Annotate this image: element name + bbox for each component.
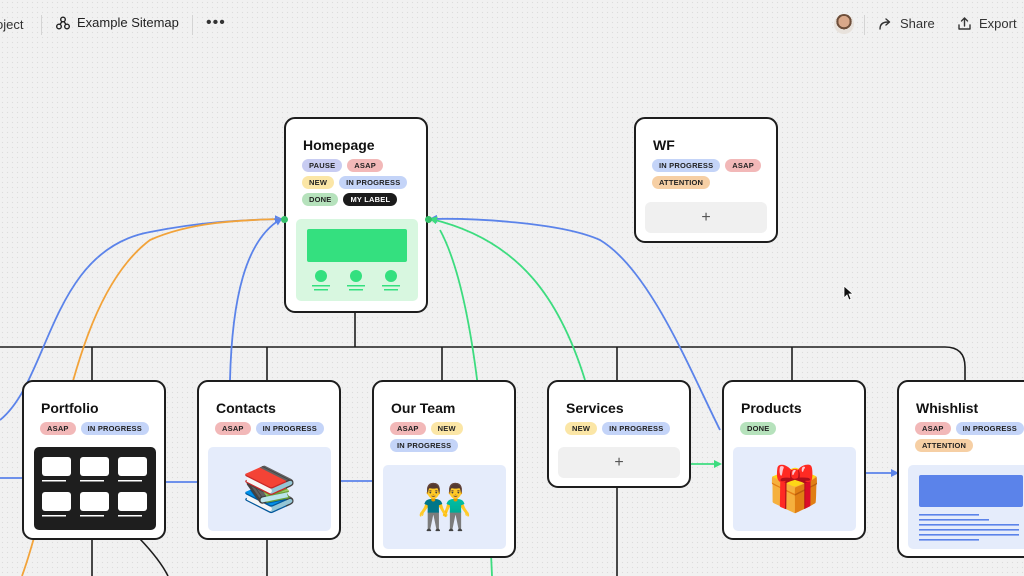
link-products-to-homepage — [429, 214, 721, 431]
wireframe-article-thumbnail — [919, 475, 1023, 541]
link-services-to-homepage — [429, 216, 586, 381]
gallery-grid-thumbnail — [42, 457, 147, 517]
tag-list: ASAP NEW IN PROGRESS — [390, 422, 500, 452]
tag-asap[interactable]: ASAP — [915, 422, 951, 435]
products-preview: 🎁 — [733, 447, 856, 531]
card-title: WF — [653, 137, 675, 153]
our-team-preview: 👬 — [383, 465, 506, 549]
top-bar: oject Example Sitemap ••• Share Export — [0, 0, 1024, 50]
card-title: Portfolio — [41, 400, 99, 416]
books-icon: 📚 — [242, 465, 297, 514]
avatar[interactable] — [834, 14, 854, 34]
tag-list: ASAP IN PROGRESS — [215, 422, 335, 435]
breadcrumb-divider — [192, 15, 193, 35]
tag-list: PAUSE ASAP NEW IN PROGRESS DONE MY LABEL — [302, 159, 417, 206]
people-icon: 👬 — [417, 483, 472, 532]
tag-new[interactable]: NEW — [302, 176, 335, 189]
card-wf[interactable]: WF IN PROGRESS ASAP ATTENTION + — [634, 117, 778, 243]
toolbar-divider — [864, 15, 865, 35]
contacts-preview: 📚 — [208, 447, 331, 531]
tag-done[interactable]: DONE — [740, 422, 777, 435]
link-contacts-to-homepage — [229, 217, 283, 381]
links — [0, 214, 899, 576]
tag-new[interactable]: NEW — [430, 422, 463, 435]
share-label: Share — [900, 16, 935, 31]
share-icon — [879, 17, 891, 30]
tag-list: ASAP IN PROGRESS ATTENTION — [915, 422, 1024, 452]
portfolio-preview — [34, 447, 156, 530]
card-our-team[interactable]: Our Team ASAP NEW IN PROGRESS 👬 — [372, 380, 516, 558]
tag-attention[interactable]: ATTENTION — [915, 439, 974, 452]
connector-handle[interactable] — [425, 216, 432, 223]
tag-done[interactable]: DONE — [302, 193, 339, 206]
card-title: Services — [566, 400, 624, 416]
export-button[interactable]: Export — [957, 16, 1017, 31]
more-icon[interactable]: ••• — [206, 14, 226, 31]
breadcrumb-project[interactable]: oject — [0, 17, 24, 32]
add-content-button[interactable]: + — [645, 202, 767, 233]
tag-list: DONE — [740, 422, 860, 435]
gift-icon: 🎁 — [767, 465, 822, 514]
tag-pause[interactable]: PAUSE — [302, 159, 343, 172]
wireframe-homepage-thumbnail — [307, 229, 407, 291]
tag-in-progress[interactable]: IN PROGRESS — [390, 439, 459, 452]
tag-in-progress[interactable]: IN PROGRESS — [80, 422, 149, 435]
tag-attention[interactable]: ATTENTION — [652, 176, 711, 189]
tag-asap[interactable]: ASAP — [347, 159, 383, 172]
breadcrumb-divider — [41, 15, 42, 35]
tag-in-progress[interactable]: IN PROGRESS — [652, 159, 721, 172]
breadcrumb-sitemap[interactable]: Example Sitemap — [56, 15, 179, 30]
card-title: Contacts — [216, 400, 276, 416]
sitemap-icon — [56, 16, 70, 29]
tag-in-progress[interactable]: IN PROGRESS — [602, 422, 671, 435]
card-title: Whishlist — [916, 400, 979, 416]
tag-asap[interactable]: ASAP — [215, 422, 251, 435]
card-products[interactable]: Products DONE 🎁 — [722, 380, 866, 540]
tag-my-label[interactable]: MY LABEL — [343, 193, 398, 206]
card-title: Products — [741, 400, 802, 416]
card-title: Homepage — [303, 137, 375, 153]
card-portfolio[interactable]: Portfolio ASAP IN PROGRESS — [22, 380, 166, 540]
cursor-icon — [843, 285, 855, 301]
sitemap-title: Example Sitemap — [77, 15, 179, 30]
tag-in-progress[interactable]: IN PROGRESS — [955, 422, 1024, 435]
tree-lines — [0, 312, 966, 576]
export-label: Export — [979, 16, 1017, 31]
tag-list: NEW IN PROGRESS — [565, 422, 685, 435]
tag-in-progress[interactable]: IN PROGRESS — [339, 176, 408, 189]
tag-list: ASAP IN PROGRESS — [40, 422, 160, 435]
card-contacts[interactable]: Contacts ASAP IN PROGRESS 📚 — [197, 380, 341, 540]
card-homepage[interactable]: Homepage PAUSE ASAP NEW IN PROGRESS DONE… — [284, 117, 428, 313]
add-content-button[interactable]: + — [558, 447, 680, 478]
tag-list: IN PROGRESS ASAP ATTENTION — [652, 159, 772, 189]
card-whishlist[interactable]: Whishlist ASAP IN PROGRESS ATTENTION — [897, 380, 1024, 558]
tag-asap[interactable]: ASAP — [390, 422, 426, 435]
share-button[interactable]: Share — [878, 16, 935, 31]
connector-handle[interactable] — [281, 216, 288, 223]
tag-asap[interactable]: ASAP — [725, 159, 761, 172]
homepage-preview — [296, 219, 418, 301]
tag-asap[interactable]: ASAP — [40, 422, 76, 435]
tag-new[interactable]: NEW — [565, 422, 598, 435]
card-services[interactable]: Services NEW IN PROGRESS + — [547, 380, 691, 488]
export-icon — [958, 17, 971, 30]
card-title: Our Team — [391, 400, 456, 416]
whishlist-preview — [908, 465, 1024, 549]
tag-in-progress[interactable]: IN PROGRESS — [255, 422, 324, 435]
